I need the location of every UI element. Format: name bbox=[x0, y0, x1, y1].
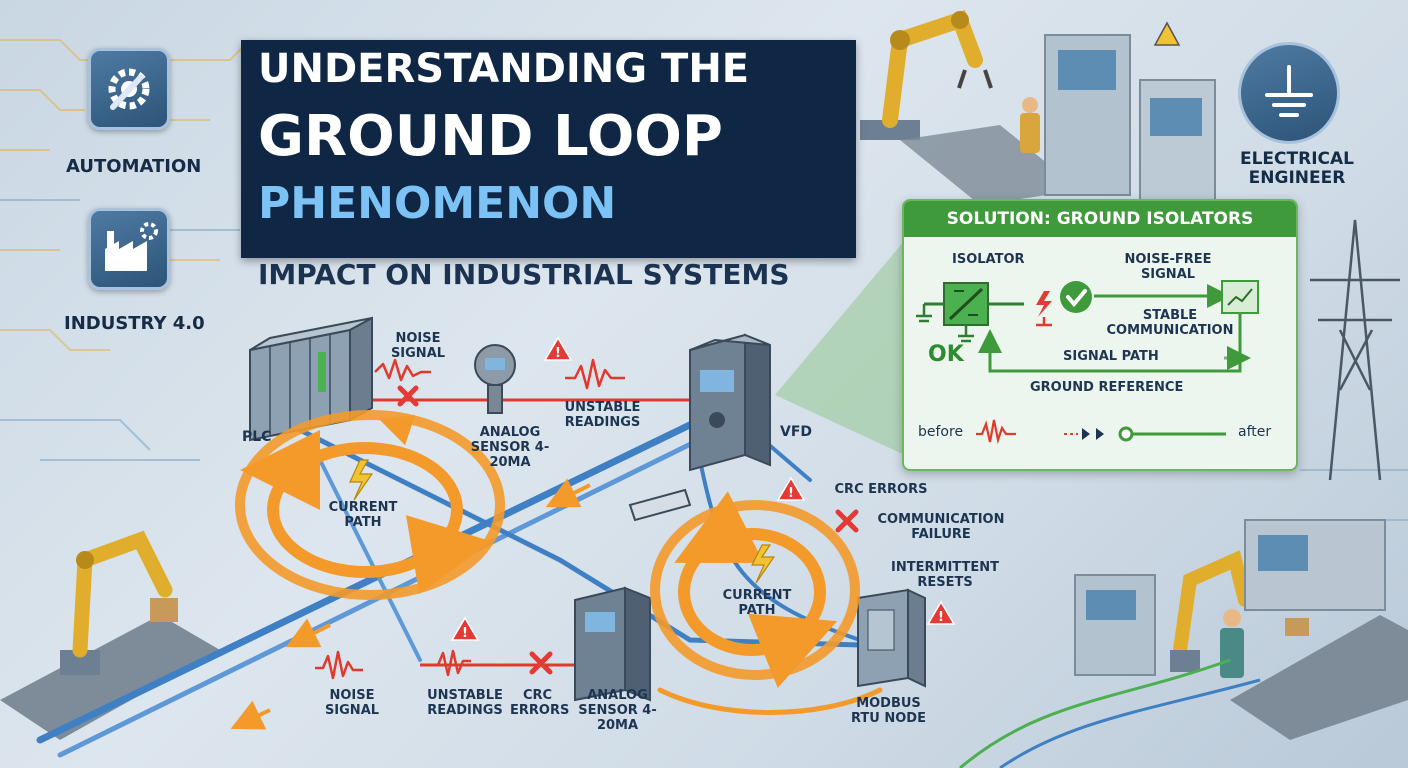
flow-arrows bbox=[230, 414, 591, 730]
warning-icon: ! ! ! ! bbox=[450, 336, 956, 641]
title-line-3: PHENOMENON bbox=[258, 178, 617, 229]
after-label: after bbox=[1238, 424, 1272, 440]
solution-diagram bbox=[916, 280, 1259, 445]
circuit-traces bbox=[0, 39, 246, 351]
stable-communication-label: STABLE COMMUNICATION bbox=[1106, 308, 1234, 338]
plc-rack bbox=[249, 316, 373, 442]
engineer-label: ELECTRICAL ENGINEER bbox=[1239, 149, 1354, 188]
green-wires bbox=[959, 658, 1261, 768]
signal-connector bbox=[628, 488, 692, 522]
ground-reference-label: GROUND REFERENCE bbox=[1030, 380, 1184, 395]
factory-icon bbox=[88, 208, 170, 290]
modbus-label: MODBUS RTU NODE bbox=[851, 696, 926, 726]
current-loop-left bbox=[235, 410, 505, 600]
subtitle: IMPACT ON INDUSTRIAL SYSTEMS bbox=[258, 258, 790, 291]
title-line-2: GROUND LOOP bbox=[258, 104, 723, 169]
signal-path-label: SIGNAL PATH bbox=[1063, 349, 1159, 364]
ok-label: OK bbox=[928, 342, 964, 367]
solution-panel-header bbox=[904, 201, 1296, 237]
lightning-icon bbox=[349, 459, 776, 584]
svg-text:!: ! bbox=[788, 486, 794, 501]
noise-signal-top-label: NOISE SIGNAL bbox=[390, 331, 446, 361]
unstable-top-label: UNSTABLE READINGS bbox=[564, 400, 641, 430]
industry-label: INDUSTRY 4.0 bbox=[64, 313, 205, 334]
title-box bbox=[241, 40, 856, 258]
analog-sensor-top-label: ANALOG SENSOR 4-20mA bbox=[470, 425, 550, 470]
worker-top bbox=[1020, 97, 1040, 153]
crc-errors-right-label: CRC ERRORS bbox=[834, 482, 928, 497]
title-line-1: UNDERSTANDING THE bbox=[258, 46, 750, 92]
svg-text:!: ! bbox=[938, 610, 944, 625]
analog-sensor-bottom bbox=[574, 586, 651, 702]
solution-panel: SOLUTION: GROUND ISOLATORS bbox=[902, 199, 1298, 471]
intermittent-resets-label: INTERMITTENT RESETS bbox=[891, 560, 999, 590]
modbus-node bbox=[857, 588, 926, 688]
current-path-left-label: CURRENT PATH bbox=[328, 500, 398, 530]
conveyor-top bbox=[900, 125, 1080, 205]
robot-arm-bottom-left bbox=[0, 530, 220, 740]
ground-symbol-icon bbox=[1238, 42, 1340, 144]
current-path-right-label: CURRENT PATH bbox=[722, 588, 792, 618]
robot-arm-top bbox=[860, 9, 993, 140]
solution-callout bbox=[775, 240, 905, 455]
before-label: before bbox=[918, 424, 964, 440]
vfd-unit bbox=[689, 333, 771, 472]
svg-text:!: ! bbox=[462, 626, 468, 641]
cabinet-bottom-right bbox=[1074, 574, 1156, 676]
crc-errors-bottom-label: CRC ERRORS bbox=[510, 688, 570, 718]
current-loop-right bbox=[650, 491, 883, 715]
solution-title: SOLUTION: GROUND ISOLATORS bbox=[946, 209, 1254, 229]
automation-label: AUTOMATION bbox=[66, 156, 202, 177]
noise-waveforms bbox=[315, 358, 625, 680]
power-tower bbox=[1310, 219, 1400, 481]
isolator-label: ISOLATOR bbox=[952, 252, 1025, 267]
noise-signal-bottom-label: NOISE SIGNAL bbox=[324, 688, 380, 718]
svg-text:!: ! bbox=[555, 346, 561, 361]
analog-sensor-bottom-label: ANALOG SENSOR 4-20mA bbox=[578, 688, 657, 733]
vfd-label: VFD bbox=[780, 424, 813, 440]
control-cabinets-top bbox=[1044, 21, 1216, 221]
unstable-bottom-label: UNSTABLE READINGS bbox=[427, 688, 503, 718]
analog-sensor-top bbox=[474, 344, 516, 414]
noise-free-label: NOISE-FREE SIGNAL bbox=[1124, 252, 1212, 282]
robot-arm-bottom-right bbox=[1170, 519, 1408, 740]
communication-failure-label: COMMUNICATION FAILURE bbox=[877, 512, 1005, 542]
error-x-icon bbox=[397, 385, 859, 675]
plc-label: PLC bbox=[242, 429, 272, 445]
gear-wrench-icon bbox=[88, 48, 170, 130]
